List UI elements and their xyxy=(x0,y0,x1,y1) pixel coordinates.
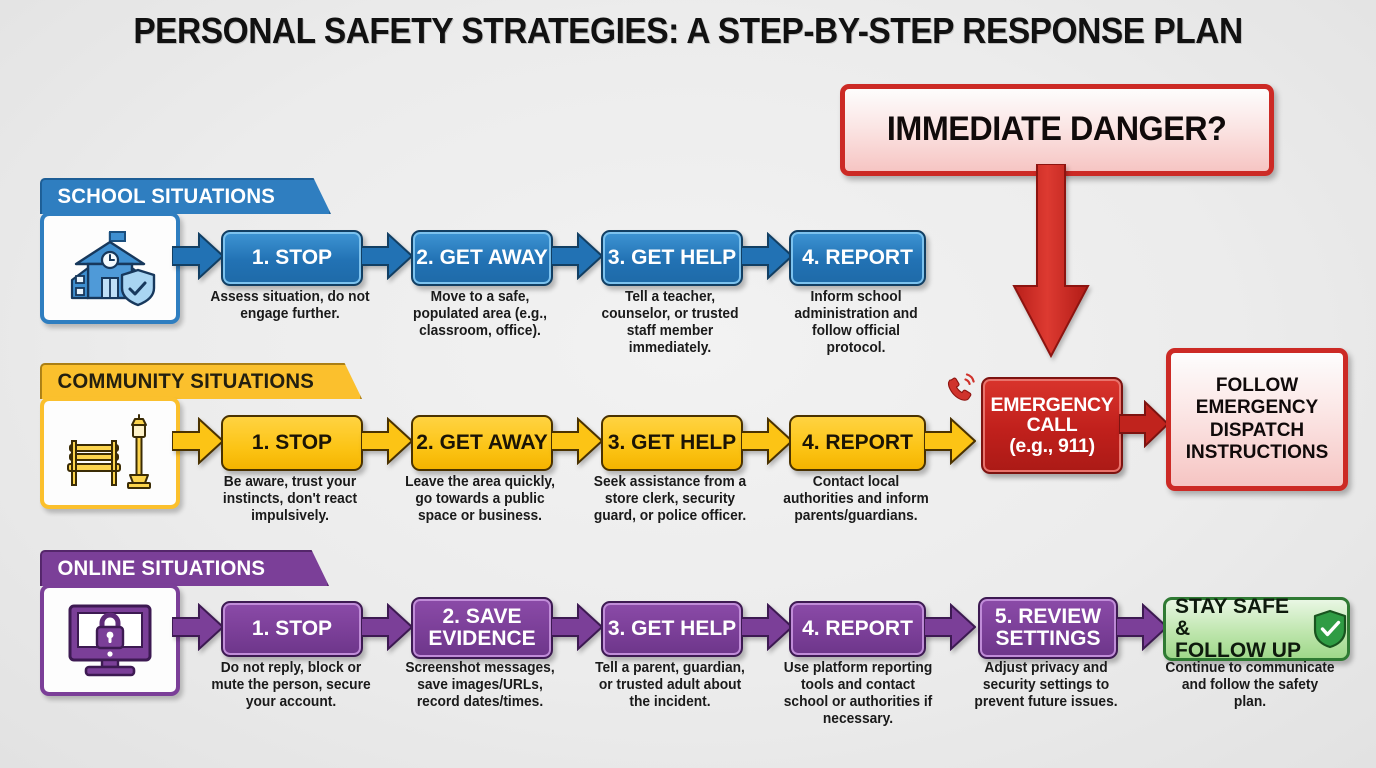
school-step-4-label: 4. REPORT xyxy=(802,245,913,269)
online-step-2-label: 2. SAVE EVIDENCE xyxy=(428,604,536,650)
online-step2-to-step3-arrow xyxy=(551,603,603,651)
row-banner-online: ONLINE SITUATIONS xyxy=(40,550,329,586)
community-step-1-label: 1. STOP xyxy=(251,430,333,454)
online-step-2-box: 2. SAVE EVIDENCE xyxy=(411,597,553,659)
community-step-2-label: 2. GET AWAY xyxy=(416,430,548,454)
emergency-call-box: EMERGENCY CALL (e.g., 911) xyxy=(981,377,1123,474)
row-banner-school: SCHOOL SITUATIONS xyxy=(40,178,331,214)
community-icon-to-step1-arrow xyxy=(172,417,224,465)
row-banner-online-label: ONLINE SITUATIONS xyxy=(57,557,266,580)
immediate-danger-label: IMMEDIATE DANGER? xyxy=(887,110,1227,149)
stay-safe-caption: Continue to communicate and follow the s… xyxy=(1165,660,1335,711)
school-step-1-caption: Assess situation, do not engage further. xyxy=(210,289,370,323)
row-banner-school-label: SCHOOL SITUATIONS xyxy=(57,185,276,208)
online-step-5-label: 5. REVIEW SETTINGS xyxy=(994,604,1102,650)
school-step-2-label: 2. GET AWAY xyxy=(416,245,548,269)
online-step-3-label: 3. GET HELP xyxy=(607,616,737,640)
online-step-1-label: 1. STOP xyxy=(251,616,333,640)
dispatch-line3: DISPATCH xyxy=(1209,419,1305,441)
online-step4-to-step5-arrow xyxy=(924,603,976,651)
row-banner-community: COMMUNITY SITUATIONS xyxy=(40,363,362,399)
community-step-1-box: 1. STOP xyxy=(221,415,363,471)
immediate-danger-box: IMMEDIATE DANGER? xyxy=(840,84,1274,176)
community-step4-to-call-arrow xyxy=(924,417,976,465)
community-step-3-label: 3. GET HELP xyxy=(607,430,737,454)
dispatch-line2: EMERGENCY xyxy=(1195,397,1319,419)
online-step-4-box: 4. REPORT xyxy=(789,601,926,657)
school-step-1-box: 1. STOP xyxy=(221,230,363,286)
online-step-5-caption: Adjust privacy and security settings to … xyxy=(974,660,1118,711)
row-banner-community-label: COMMUNITY SITUATIONS xyxy=(57,370,315,393)
emergency-call-line2: CALL xyxy=(1026,414,1078,437)
community-step-3-box: 3. GET HELP xyxy=(601,415,743,471)
community-step-4-caption: Contact local authorities and inform par… xyxy=(783,474,929,525)
follow-dispatch-box: FOLLOW EMERGENCY DISPATCH INSTRUCTIONS xyxy=(1166,348,1348,491)
community-step-2-box: 2. GET AWAY xyxy=(411,415,553,471)
stay-safe-follow-up-box: STAY SAFE & FOLLOW UP xyxy=(1163,594,1350,663)
shield-check-icon xyxy=(1313,609,1347,649)
online-step-4-caption: Use platform reporting tools and contact… xyxy=(783,660,933,728)
school-step-1-label: 1. STOP xyxy=(251,245,333,269)
online-step-3-caption: Tell a parent, guardian, or trusted adul… xyxy=(595,660,745,711)
community-step3-to-step4-arrow xyxy=(741,417,793,465)
school-step-2-caption: Move to a safe, populated area (e.g., cl… xyxy=(413,289,547,340)
online-step-4-label: 4. REPORT xyxy=(802,616,913,640)
stay-safe-line2: FOLLOW UP xyxy=(1175,639,1301,663)
call-to-dispatch-arrow xyxy=(1119,400,1169,448)
online-step5-to-final-arrow xyxy=(1116,603,1168,651)
online-step3-to-step4-arrow xyxy=(741,603,793,651)
community-step-2-caption: Leave the area quickly, go towards a pub… xyxy=(405,474,555,525)
school-icon-to-step1-arrow xyxy=(172,232,224,280)
school-step-3-box: 3. GET HELP xyxy=(601,230,743,286)
dispatch-line1: FOLLOW xyxy=(1215,374,1299,396)
park-bench-lamp-icon xyxy=(67,414,151,489)
community-step-4-box: 4. REPORT xyxy=(789,415,926,471)
emergency-call-line3: (e.g., 911) xyxy=(1009,434,1095,457)
community-step-3-caption: Seek assistance from a store clerk, secu… xyxy=(593,474,747,525)
online-step-2-caption: Screenshot messages, save images/URLs, r… xyxy=(405,660,555,711)
dispatch-line4: INSTRUCTIONS xyxy=(1185,441,1329,463)
school-step-2-box: 2. GET AWAY xyxy=(411,230,553,286)
online-step-1-caption: Do not reply, block or mute the person, … xyxy=(211,660,371,711)
online-step-3-box: 3. GET HELP xyxy=(601,601,743,657)
community-step1-to-step2-arrow xyxy=(361,417,413,465)
phone-ringing-icon xyxy=(947,373,975,401)
school-step-4-caption: Inform school administration and follow … xyxy=(794,289,918,357)
online-step1-to-step2-arrow xyxy=(361,603,413,651)
emergency-call-line1: EMERGENCY xyxy=(990,393,1114,416)
monitor-padlock-icon xyxy=(68,604,152,677)
icon-card-community xyxy=(40,397,180,509)
icon-card-online xyxy=(40,584,180,696)
stay-safe-line1: STAY SAFE & xyxy=(1175,594,1289,640)
online-step-1-box: 1. STOP xyxy=(221,601,363,657)
community-step2-to-step3-arrow xyxy=(551,417,603,465)
school-building-shield-icon xyxy=(70,231,156,307)
school-step1-to-step2-arrow xyxy=(361,232,413,280)
danger-to-call-arrow xyxy=(1012,164,1090,359)
online-step-5-box: 5. REVIEW SETTINGS xyxy=(978,597,1118,659)
school-step2-to-step3-arrow xyxy=(551,232,603,280)
school-step-3-label: 3. GET HELP xyxy=(607,245,737,269)
page-title: PERSONAL SAFETY STRATEGIES: A STEP-BY-ST… xyxy=(133,10,1243,51)
school-step3-to-step4-arrow xyxy=(741,232,793,280)
community-step-4-label: 4. REPORT xyxy=(802,430,913,454)
school-step-4-box: 4. REPORT xyxy=(789,230,926,286)
school-step-3-caption: Tell a teacher, counselor, or trusted st… xyxy=(601,289,739,357)
icon-card-school xyxy=(40,212,180,324)
online-icon-to-step1-arrow xyxy=(172,603,224,651)
community-step-1-caption: Be aware, trust your instincts, don't re… xyxy=(222,474,358,525)
